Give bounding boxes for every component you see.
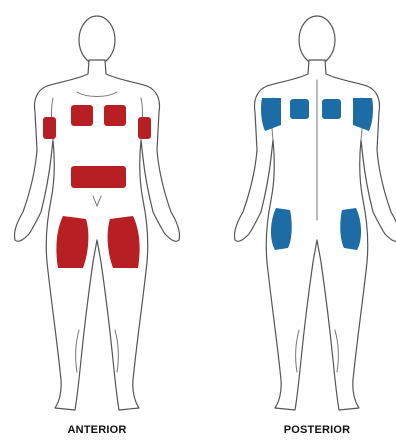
zone-anterior-left-arm <box>43 117 56 139</box>
zone-posterior-upper-back-right <box>322 99 341 119</box>
zone-posterior-upper-back-left <box>290 99 309 119</box>
zone-anterior-abdomen <box>71 166 126 188</box>
zone-anterior-left-thigh <box>56 216 88 268</box>
zone-posterior-left-arm <box>261 98 281 131</box>
anterior-label: ANTERIOR <box>37 424 157 436</box>
zone-anterior-chest-right <box>104 105 126 126</box>
zone-anterior-right-thigh <box>108 216 140 268</box>
zone-posterior-right-buttock <box>340 208 361 250</box>
zone-anterior-chest-left <box>71 105 93 126</box>
anterior-body-outline <box>14 16 179 410</box>
posterior-label: POSTERIOR <box>257 424 377 436</box>
zone-posterior-left-buttock <box>271 208 292 250</box>
zone-anterior-right-arm <box>138 117 151 139</box>
zone-posterior-right-arm <box>353 98 373 131</box>
posterior-body-outline <box>234 16 396 410</box>
